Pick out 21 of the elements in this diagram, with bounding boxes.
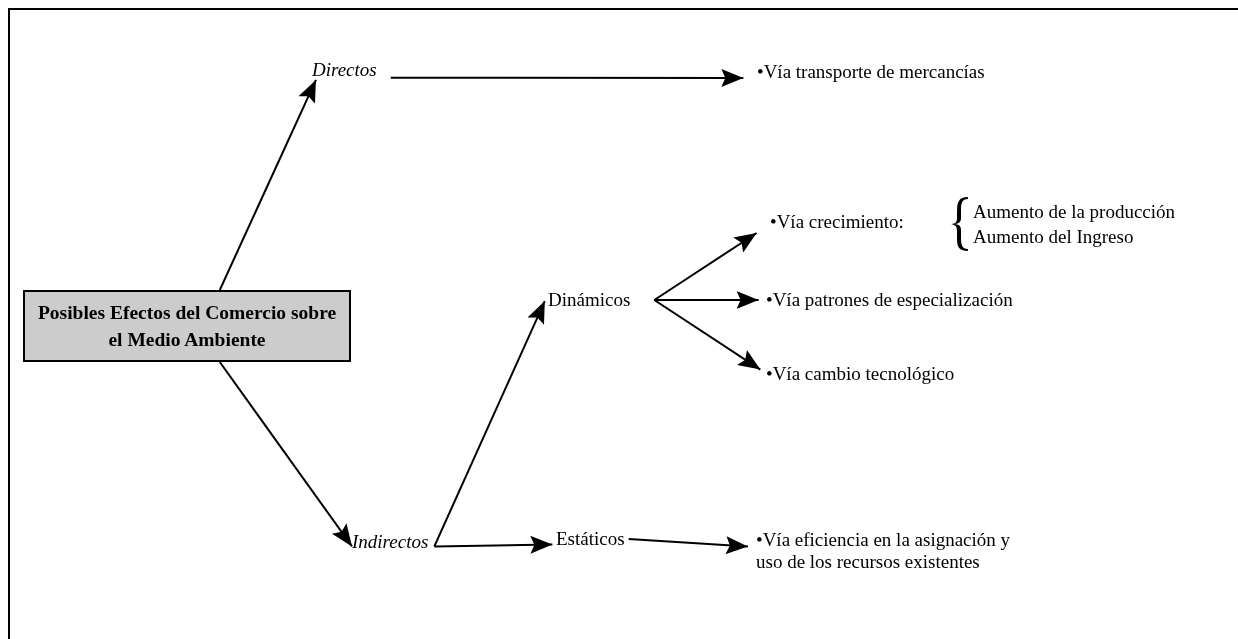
arrow	[218, 78, 317, 291]
branch-text: •Vía eficiencia en la asignación y uso de los recursos existentes	[756, 529, 1026, 573]
arrow	[389, 68, 745, 87]
branch-text: Estáticos	[556, 528, 629, 550]
arrow	[218, 361, 353, 548]
arrow	[627, 536, 749, 555]
branch-text: •Vía transporte de mercancías	[757, 61, 985, 83]
arrow	[653, 299, 762, 371]
branch-text: Indirectos	[352, 531, 435, 553]
topic-box: Posibles Efectos del Comercio sobre el Medio Ambiente	[23, 290, 351, 362]
branch-text: •Vía patrones de especialización	[766, 289, 1013, 311]
branch-text: •Vía cambio tecnológico	[766, 363, 955, 385]
arrow	[433, 300, 546, 548]
sub-item-text: Aumento del Ingreso	[973, 226, 1134, 248]
arrow	[653, 291, 760, 309]
sub-item-text: Aumento de la producción	[973, 201, 1176, 223]
branch-text: Directos	[312, 59, 391, 81]
arrow	[433, 535, 554, 554]
arrow	[653, 232, 758, 301]
branch-text: •Vía crecimiento:	[770, 211, 904, 233]
branch-text: Dinámicos	[548, 289, 655, 311]
